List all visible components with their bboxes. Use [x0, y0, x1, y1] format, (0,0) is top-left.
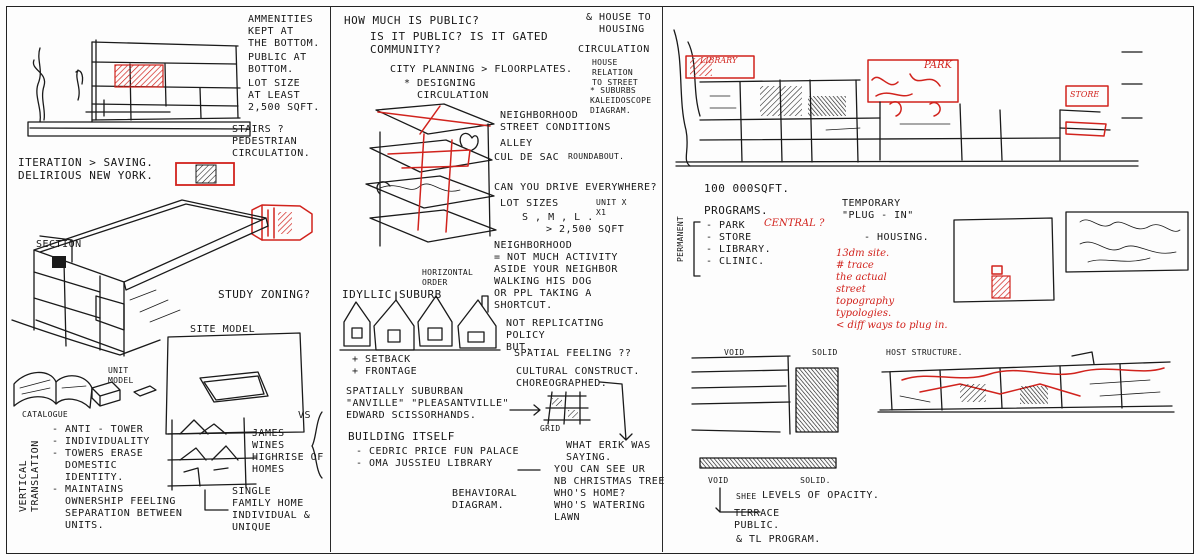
tag-park: PARK	[924, 60, 953, 71]
note-building-itself: BUILDING ITSELF	[348, 430, 455, 443]
stacked-floorplates-sketch	[365, 103, 497, 247]
note-gated: IS IT PUBLIC? IS IT GATED COMMUNITY?	[370, 30, 549, 56]
note-iteration: ITERATION > SAVING. DELIRIOUS NEW YORK.	[18, 156, 154, 182]
note-lot-sizes: LOT SIZES	[500, 198, 559, 209]
note-host-structure: HOST STRUCTURE.	[886, 348, 963, 357]
note-grid: GRID	[540, 424, 561, 433]
page-border	[6, 6, 1194, 554]
note-cultural: CULTURAL CONSTRUCT. CHOREOGRAPHED.	[516, 366, 640, 389]
note-alley: ALLEY	[500, 138, 533, 149]
note-site-model: SITE MODEL	[190, 324, 256, 335]
tag-library: LIBRARY	[700, 56, 738, 65]
note-lot-size: LOT SIZE AT LEAST 2,500 SQFT.	[248, 78, 320, 113]
section-elevation-sketch	[27, 39, 251, 137]
note-programs: PROGRAMS.	[704, 204, 769, 217]
highrise-of-homes-sketch	[167, 411, 323, 511]
note-vertical-translation: VERTICAL TRANSLATION	[18, 440, 41, 512]
idyllic-suburb-houses	[339, 291, 501, 351]
note-james-wines: JAMES WINES HIGHRISE OF HOMES	[252, 428, 324, 475]
note-void: VOID	[724, 348, 745, 357]
note-behavioral: BEHAVIORAL DIAGRAM.	[452, 488, 518, 511]
note-central: CENTRAL ?	[764, 218, 825, 229]
note-drive: CAN YOU DRIVE EVERYWHERE?	[494, 182, 658, 193]
site-model-sketch	[165, 332, 305, 435]
note-circulation: CIRCULATION	[578, 44, 650, 55]
iteration-diagram	[175, 162, 313, 241]
note-program-list: - PARK - STORE - LIBRARY. - CLINIC.	[706, 220, 772, 267]
note-how-much-public: HOW MUCH IS PUBLIC?	[344, 14, 480, 27]
note-house-to-housing: & HOUSE TO HOUSING	[586, 12, 652, 35]
note-single-family: SINGLE FAMILY HOME INDIVIDUAL & UNIQUE	[232, 486, 311, 533]
note-neighborhood-conditions: NEIGHBORHOOD STREET CONDITIONS	[500, 110, 611, 133]
note-house-relation: HOUSE RELATION TO STREET	[592, 58, 639, 87]
note-temporary: TEMPORARY "PLUG - IN"	[842, 198, 914, 221]
axonometric-slab-sketch	[11, 199, 269, 357]
note-roundabout: ROUNDABOUT.	[568, 152, 625, 161]
note-amenities: AMMENITIES KEPT AT THE BOTTOM.	[248, 14, 320, 49]
note-spatial-feeling: SPATIAL FEELING ??	[514, 348, 632, 359]
note-suburbs: * SUBURBS KALEIDOSCOPE DIAGRAM.	[590, 86, 652, 115]
note-section: SECTION	[36, 239, 82, 250]
note-idyllic-suburb: IDYLLIC SUBURB	[342, 288, 442, 301]
note-sqft-2500: > 2,500 SQFT	[546, 224, 625, 235]
page-fold-right	[662, 6, 663, 552]
note-red-site-notes: 13dm site. # trace the actual street top…	[836, 248, 948, 331]
note-stairs: STAIRS ? PEDESTRIAN CIRCULATION.	[232, 124, 311, 159]
note-what-erik: WHAT ERIK WAS SAYING.	[566, 440, 651, 463]
note-vs: VS	[298, 410, 312, 421]
note-terrace: TERRACE PUBLIC.	[734, 508, 780, 531]
note-unit-x: UNIT X X1	[596, 198, 627, 217]
note-permanent: PERMANENT	[676, 215, 685, 262]
long-section-sketch	[673, 29, 1143, 167]
note-study-zoning: STUDY ZONING?	[218, 288, 311, 301]
page-fold-left	[330, 6, 331, 552]
note-void-solid: VOID SOLID.	[708, 476, 831, 485]
note-solid: SOLID	[812, 348, 838, 357]
note-fun-palace: - CEDRIC PRICE FUN PALACE - OMA JUSSIEU …	[356, 446, 520, 469]
note-housing: - HOUSING.	[864, 232, 930, 243]
note-sml: S , M , L .	[522, 212, 594, 223]
note-sqft-100k: 100 000SQFT.	[704, 182, 790, 195]
host-structure-sketch	[877, 351, 1175, 413]
note-spatially-suburban: SPATIALLY SUBURBAN "ANVILLE" "PLEASANTVI…	[346, 386, 510, 421]
note-neighborhood-activity: NEIGHBORHOOD = NOT MUCH ACTIVITY ASIDE Y…	[494, 240, 618, 311]
note-tl-program: & TL PROGRAM.	[736, 534, 821, 545]
note-see-neighbor: YOU CAN SEE UR NB CHRISTMAS TREE WHO'S H…	[554, 464, 665, 523]
program-site-diagram	[693, 211, 1189, 303]
grid-diagram-sketch	[509, 381, 633, 471]
unit-model-sketch	[91, 381, 157, 407]
note-anti-tower: - ANTI - TOWER - INDIVIDUALITY - TOWERS …	[52, 424, 183, 531]
note-levels-opacity: LEVELS OF OPACITY.	[762, 490, 880, 501]
catalogue-sketch	[13, 371, 93, 409]
tag-store: STORE	[1070, 90, 1100, 99]
note-cul-de-sac: CUL DE SAC	[494, 152, 560, 163]
note-city-planning: CITY PLANNING > FLOORPLATES.	[390, 64, 573, 75]
note-not-replicating: NOT REPLICATING POLICY BUT.	[506, 318, 604, 353]
void-solid-diagram	[691, 355, 839, 513]
note-setback: + SETBACK + FRONTAGE	[352, 354, 418, 377]
note-public-bottom: PUBLIC AT BOTTOM.	[248, 52, 307, 75]
note-unit-model: UNIT MODEL	[108, 366, 134, 385]
note-horizontal-order: HORIZONTAL ORDER	[422, 268, 474, 287]
note-struck-word: SHEE	[736, 492, 757, 501]
note-designing: * DESIGNING CIRCULATION	[404, 78, 489, 101]
note-catalogue: CATALOGUE	[22, 410, 69, 419]
